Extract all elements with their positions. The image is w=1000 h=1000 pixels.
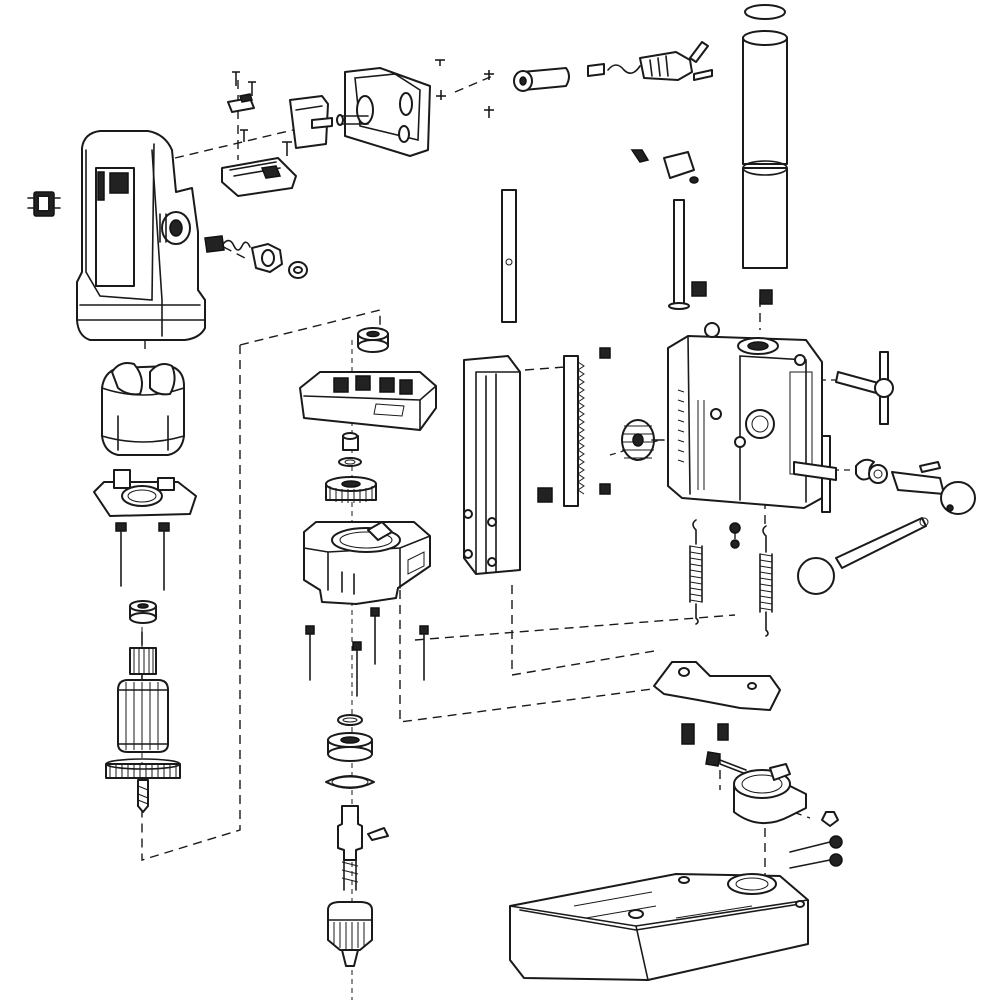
column-tube	[742, 4, 788, 305]
power-switch	[27, 191, 61, 217]
pinion-gear	[621, 419, 665, 461]
base-bolts	[789, 835, 843, 869]
gear-shaft-parts	[325, 432, 377, 503]
base-bracket-plate	[653, 661, 781, 745]
armature-rotor	[105, 631, 181, 813]
drill-chuck	[327, 901, 373, 967]
brush-holder-plate	[93, 469, 197, 517]
armature-rear-bearing	[129, 600, 157, 624]
field-coil-stator	[101, 362, 185, 456]
gearbox-screws	[305, 607, 429, 697]
motor-long-screws	[115, 522, 170, 591]
column-slide-rail	[463, 355, 521, 575]
spindle-assembly	[325, 714, 389, 891]
gearbox-housing	[303, 521, 431, 605]
depth-stop-rod	[630, 149, 707, 310]
power-cord-sleeve	[513, 67, 570, 92]
feed-handle-shaft	[793, 435, 976, 515]
feed-handle-lever	[797, 517, 929, 595]
motor-housing	[76, 130, 206, 341]
gearbox-cover	[299, 371, 437, 431]
base-plate	[509, 873, 809, 981]
rack-bar	[537, 347, 611, 507]
motor-top-bracket	[336, 59, 494, 157]
power-plug	[587, 41, 713, 81]
return-springs	[689, 519, 773, 637]
cable-strain-relief	[204, 235, 308, 279]
drill-carriage-head	[667, 322, 823, 549]
cable-clamp-assembly	[221, 71, 333, 197]
guide-rod	[501, 189, 517, 323]
lock-handle	[835, 351, 894, 425]
column-collar	[705, 751, 839, 827]
top-bearing	[357, 327, 389, 353]
